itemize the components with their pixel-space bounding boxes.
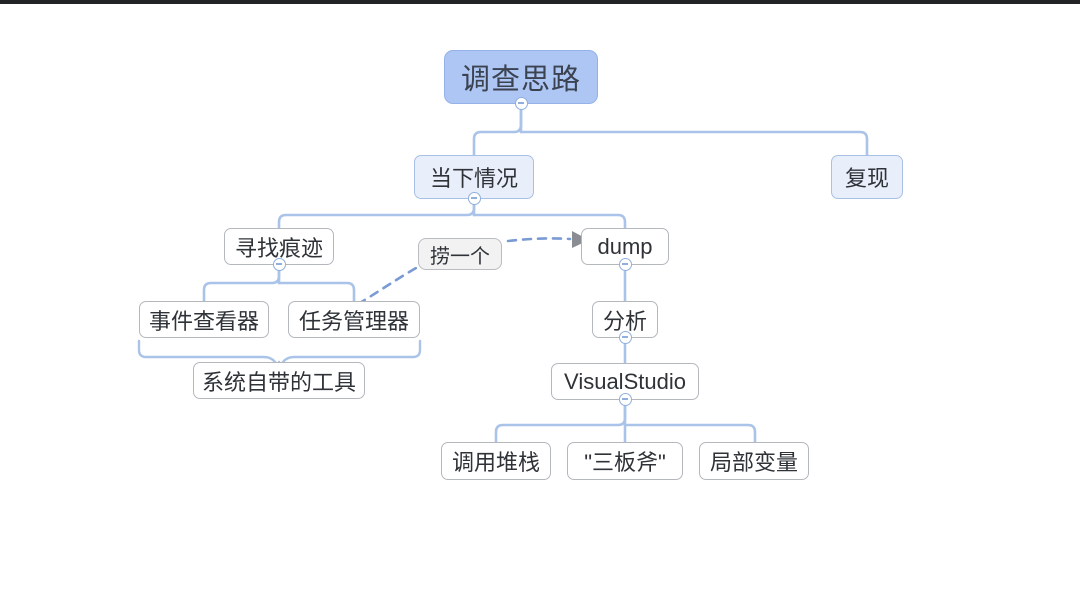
node-local-variables[interactable]: 局部变量 (699, 442, 809, 480)
node-three-axes[interactable]: "三板斧" (567, 442, 683, 480)
node-reproduce[interactable]: 复现 (831, 155, 903, 199)
collapse-toggle-root[interactable] (515, 97, 528, 110)
node-current-situation[interactable]: 当下情况 (414, 155, 534, 199)
link-find-to-task (277, 281, 356, 303)
node-event-viewer[interactable]: 事件查看器 (139, 301, 269, 338)
node-builtin-tools-label: 系统自带的工具 (201, 369, 356, 395)
node-root[interactable]: 调查思路 (444, 50, 598, 104)
edge-label-scoop-one-text: 捞一个 (430, 245, 490, 268)
node-find-traces-label: 寻找痕迹 (234, 235, 323, 261)
node-event-viewer-label: 事件查看器 (148, 308, 259, 334)
node-analyze-label: 分析 (602, 308, 647, 334)
node-builtin-tools[interactable]: 系统自带的工具 (193, 362, 365, 399)
collapse-toggle-analyze[interactable] (619, 331, 632, 344)
link-vs-to-callstack (494, 398, 627, 444)
link-root-to-current (472, 108, 523, 157)
node-reproduce-label: 复现 (844, 166, 889, 191)
link-current-to-dump (472, 213, 627, 230)
node-call-stack[interactable]: 调用堆栈 (441, 442, 551, 480)
window-top-edge (0, 0, 1080, 4)
collapse-toggle-dump[interactable] (619, 258, 632, 271)
node-task-manager[interactable]: 任务管理器 (288, 301, 420, 338)
edge-label-scoop-one[interactable]: 捞一个 (418, 238, 502, 270)
link-root-to-reproduce (519, 130, 869, 157)
node-task-manager-label: 任务管理器 (298, 308, 409, 334)
dashed-link-label-to-dump (506, 237, 572, 243)
node-visual-studio-label: VisualStudio (564, 368, 686, 394)
collapse-toggle-find-traces[interactable] (273, 258, 286, 271)
collapse-toggle-current-situation[interactable] (468, 192, 481, 205)
link-find-to-event (202, 262, 281, 303)
node-local-variables-label: 局部变量 (709, 450, 798, 475)
node-current-situation-label: 当下情况 (429, 166, 518, 191)
node-call-stack-label: 调用堆栈 (451, 450, 540, 475)
node-dump-label: dump (597, 233, 653, 259)
collapse-toggle-visual-studio[interactable] (619, 393, 632, 406)
node-root-label: 调查思路 (460, 64, 581, 96)
link-current-to-find (277, 197, 476, 230)
link-vs-to-localvars (623, 423, 757, 444)
node-three-axes-label: "三板斧" (584, 450, 666, 475)
